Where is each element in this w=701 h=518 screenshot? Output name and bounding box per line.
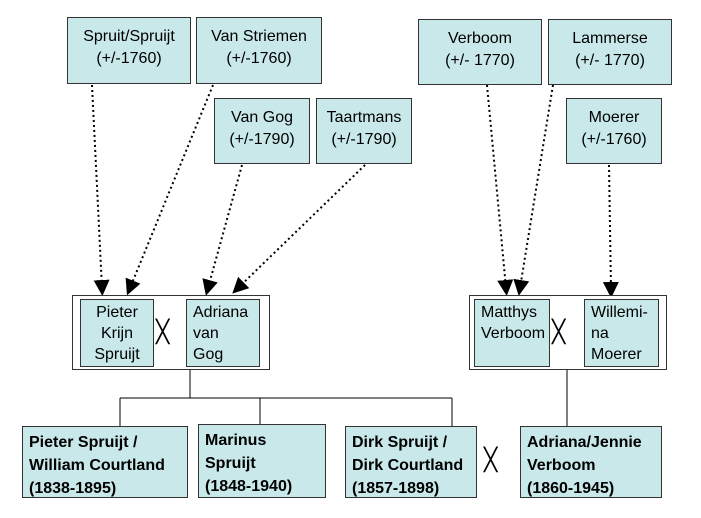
person-box-matthys-verboom: Matthys Verboom bbox=[474, 299, 550, 367]
willemina-line-3: Moerer bbox=[591, 346, 642, 363]
matthys-line-1: Matthys bbox=[481, 304, 538, 321]
ancestor-lammerse-name: Lammerse bbox=[572, 30, 648, 47]
marinus-line-1: Marinus bbox=[205, 432, 267, 449]
pieter-spruijt-line-2: William Courtland bbox=[29, 457, 165, 474]
ancestor-van-striemen-date: (+/-1760) bbox=[226, 50, 292, 67]
arrow-vangog-to-adriana bbox=[202, 164, 243, 296]
person-box-willemina-moerer: Willemi- na Moerer bbox=[584, 299, 659, 367]
ancestor-box-van-gog: Van Gog (+/-1790) bbox=[214, 98, 310, 164]
person-box-pieter-krijn: Pieter Krijn Spruijt bbox=[80, 299, 154, 367]
marriage-cross-left: ╳ bbox=[156, 320, 170, 345]
adriana-jennie-line-1: Adriana/Jennie bbox=[527, 434, 642, 451]
willemina-line-2: na bbox=[591, 325, 609, 342]
dirk-line-1: Dirk Spruijt / bbox=[352, 434, 448, 451]
adriana-jennie-line-3: (1860-1945) bbox=[527, 480, 615, 497]
arrow-moerer-to-willemina bbox=[602, 164, 619, 298]
arrow-lammerse-to-matthys bbox=[513, 84, 554, 296]
ancestor-box-lammerse: Lammerse (+/- 1770) bbox=[548, 19, 672, 85]
marinus-line-2: Spruijt bbox=[205, 455, 256, 472]
ancestor-box-verboom: Verboom (+/- 1770) bbox=[418, 19, 542, 85]
ancestor-spruit-name: Spruit/Spruijt bbox=[83, 28, 175, 45]
marinus-line-3: (1848-1940) bbox=[205, 478, 293, 495]
ancestor-box-spruit: Spruit/Spruijt (+/-1760) bbox=[67, 17, 191, 84]
ancestor-moerer-date: (+/-1760) bbox=[581, 131, 647, 148]
child-box-pieter-spruijt: Pieter Spruijt / William Courtland (1838… bbox=[22, 426, 188, 498]
pieter-spruijt-line-3: (1838-1895) bbox=[29, 480, 117, 497]
adriana-jennie-line-2: Verboom bbox=[527, 457, 596, 474]
ancestor-box-moerer: Moerer (+/-1760) bbox=[566, 98, 662, 164]
ancestor-van-gog-name: Van Gog bbox=[231, 109, 293, 126]
willemina-line-1: Willemi- bbox=[591, 304, 648, 321]
ancestor-taartmans-date: (+/-1790) bbox=[331, 131, 397, 148]
arrow-spruit-to-pieter bbox=[91, 84, 110, 296]
ancestor-moerer-name: Moerer bbox=[588, 109, 640, 126]
ancestor-box-taartmans: Taartmans (+/-1790) bbox=[316, 98, 412, 164]
marriage-cross-right: ╳ bbox=[552, 320, 566, 345]
arrow-verboom-to-matthys bbox=[486, 84, 514, 296]
dirk-line-2: Dirk Courtland bbox=[352, 457, 464, 474]
arrow-striemen-to-pieter bbox=[125, 84, 214, 296]
marriage-cross-bottom: ╳ bbox=[484, 448, 498, 473]
child-box-adriana-jennie: Adriana/Jennie Verboom (1860-1945) bbox=[520, 426, 662, 498]
pieter-krijn-line-1: Pieter bbox=[96, 304, 138, 321]
child-box-marinus-spruijt: Marinus Spruijt (1848-1940) bbox=[198, 424, 326, 498]
adriana-van-gog-line-2: van bbox=[193, 325, 219, 342]
child-box-dirk-spruijt: Dirk Spruijt / Dirk Courtland (1857-1898… bbox=[345, 426, 477, 498]
ancestor-taartmans-name: Taartmans bbox=[326, 109, 402, 126]
ancestor-van-striemen-name: Van Striemen bbox=[211, 28, 307, 45]
adriana-van-gog-line-3: Gog bbox=[193, 346, 224, 363]
ancestor-verboom-name: Verboom bbox=[447, 30, 513, 47]
dirk-line-3: (1857-1898) bbox=[352, 480, 440, 497]
matthys-line-2: Verboom bbox=[481, 325, 546, 342]
ancestor-spruit-date: (+/-1760) bbox=[96, 50, 162, 67]
ancestor-box-van-striemen: Van Striemen (+/-1760) bbox=[196, 17, 322, 84]
pieter-spruijt-line-1: Pieter Spruijt / bbox=[29, 434, 138, 451]
person-box-adriana-van-gog: Adriana van Gog bbox=[186, 299, 260, 367]
ancestor-van-gog-date: (+/-1790) bbox=[229, 131, 295, 148]
pieter-krijn-line-3: Spruijt bbox=[94, 346, 140, 363]
ancestor-lammerse-date: (+/- 1770) bbox=[575, 52, 645, 69]
ancestor-verboom-date: (+/- 1770) bbox=[445, 52, 515, 69]
pieter-krijn-line-2: Krijn bbox=[100, 325, 133, 342]
adriana-van-gog-line-1: Adriana bbox=[193, 304, 249, 321]
arrow-taartmans-to-adriana bbox=[232, 164, 366, 294]
